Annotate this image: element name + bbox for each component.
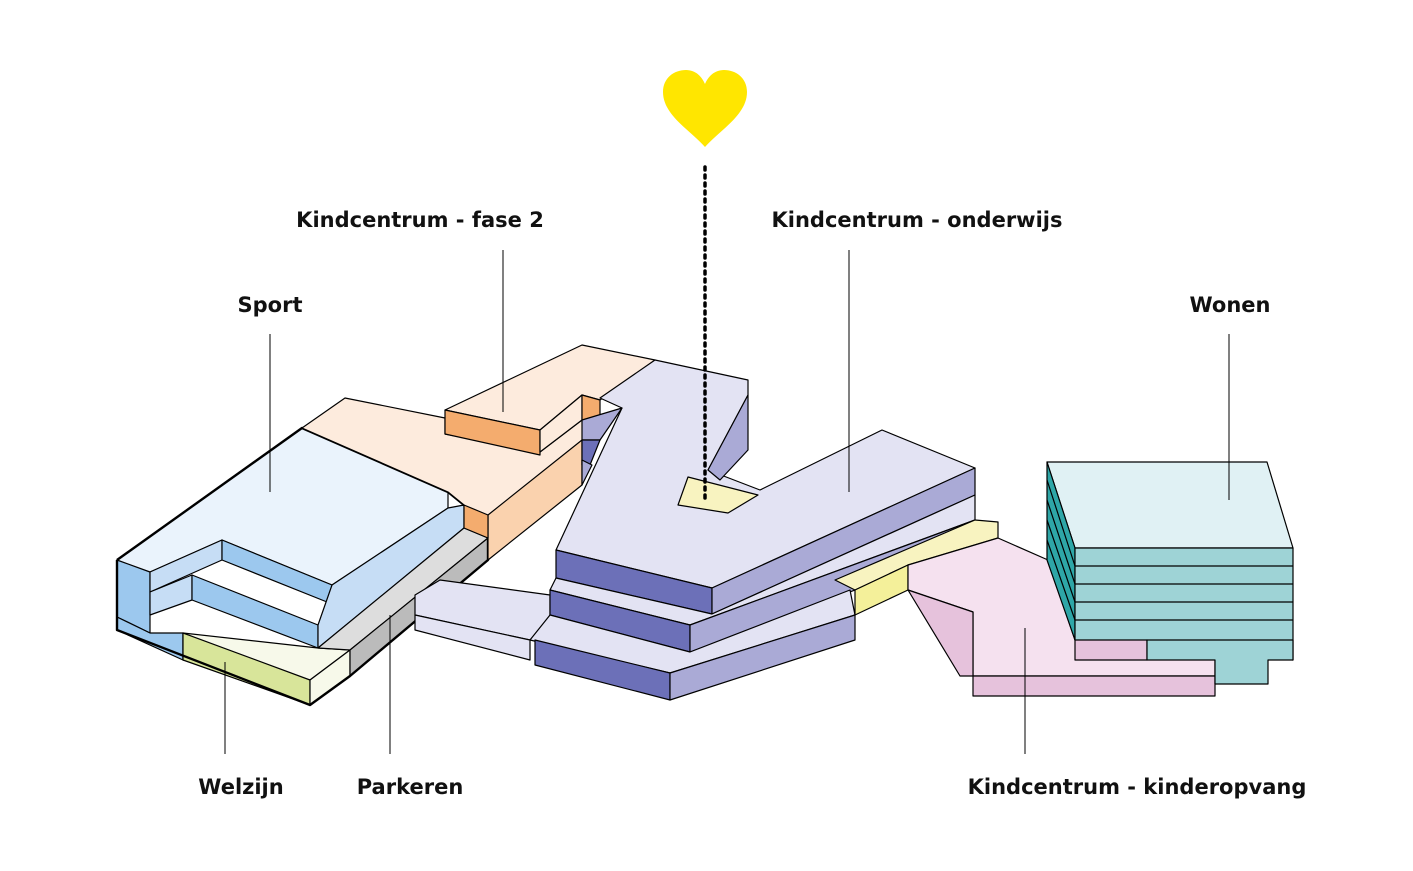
wonen-base (1146, 639, 1294, 685)
label-onderwijs: Kindcentrum - onderwijs (772, 208, 1063, 232)
label-welzijn: Welzijn (198, 775, 283, 799)
wonen-pink-base (1074, 639, 1148, 661)
fase2-front-face (444, 409, 541, 456)
wonen-side-floor-1 (1046, 479, 1076, 567)
onderwijs-bridge-face (414, 614, 531, 661)
wonen-roof (1046, 461, 1294, 549)
fase2-block (301, 344, 656, 561)
onderwijs-block (414, 359, 976, 701)
wonen-side-floor-2 (1046, 499, 1076, 585)
fase2-side-orange (463, 504, 489, 539)
label-fase2: Kindcentrum - fase 2 (296, 208, 544, 232)
wonen-side-floor-4 (1046, 539, 1076, 621)
label-kinderopvang: Kindcentrum - kinderopvang (968, 775, 1307, 799)
label-parkeren: Parkeren (357, 775, 464, 799)
kinderopvang-front (972, 675, 1216, 697)
label-wonen: Wonen (1190, 293, 1271, 317)
courtyard (677, 476, 759, 514)
onderwijs-court-wall (707, 394, 749, 481)
leader-lines (224, 250, 1230, 754)
heart-icon (663, 70, 747, 147)
onderwijs-low-right (669, 614, 856, 701)
wonen-side-floor-3 (1046, 519, 1076, 603)
wonen-block (1046, 461, 1294, 685)
onderwijs-junction-side3 (581, 459, 593, 486)
label-sport: Sport (238, 293, 303, 317)
kinderopvang-block (907, 537, 1216, 697)
welzijn-block (182, 632, 351, 706)
